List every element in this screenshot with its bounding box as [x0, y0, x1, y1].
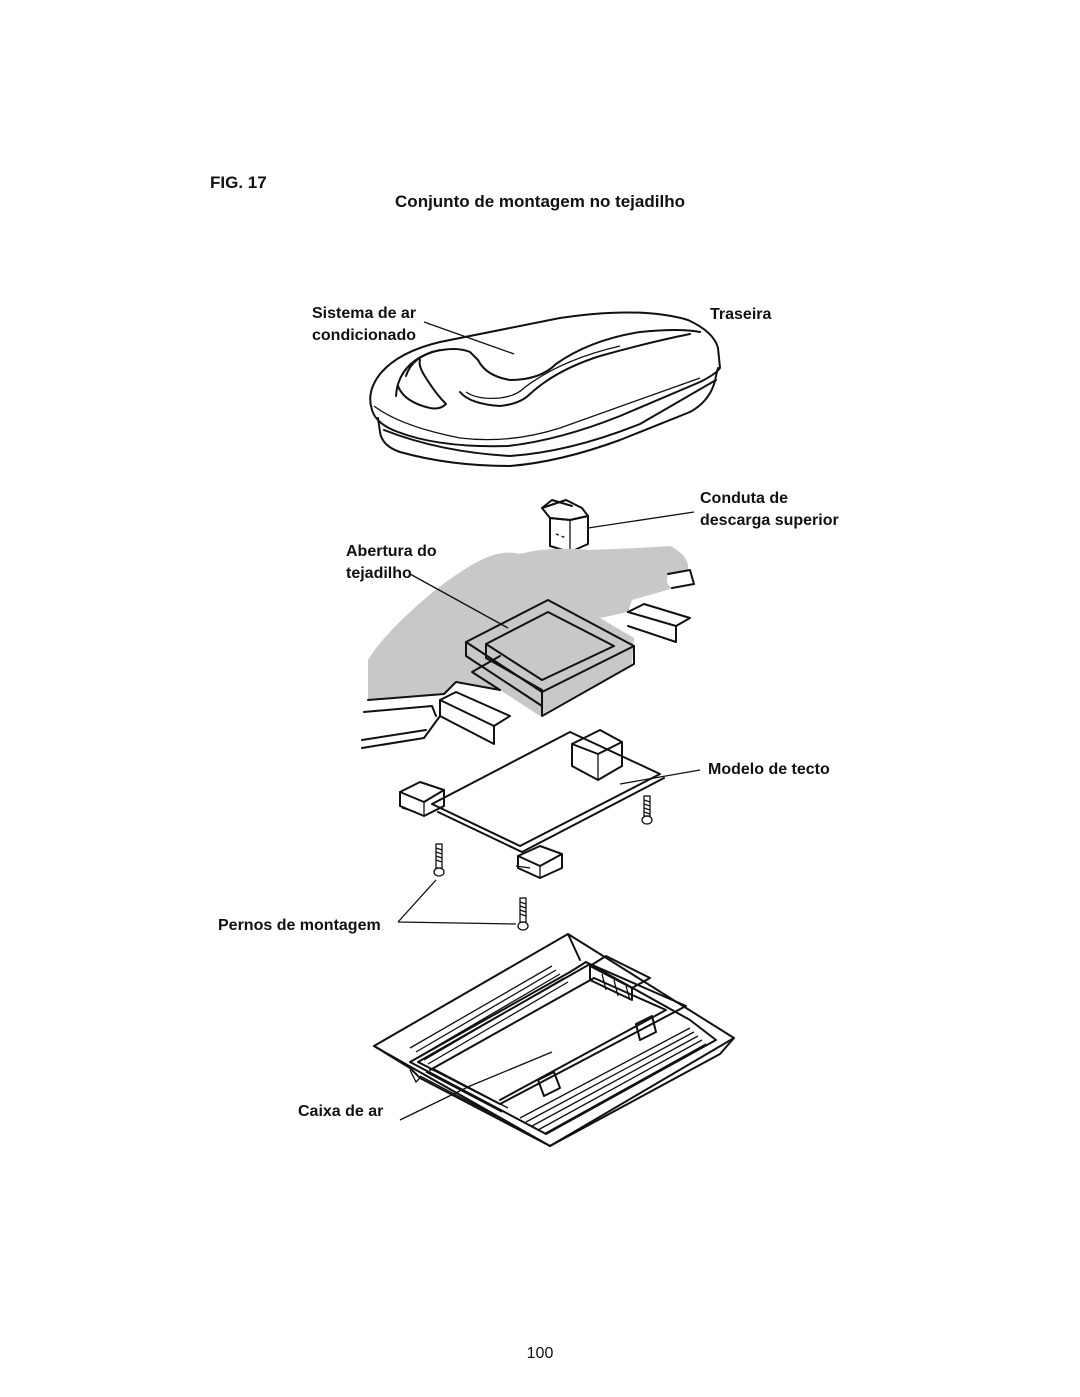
label-discharge-duct-line1: Conduta de	[700, 490, 788, 507]
label-ac-system: Sistema de ar condicionado	[312, 303, 416, 347]
label-ceiling-template: Modelo de tecto	[708, 761, 830, 778]
bolt-2-drawing	[433, 843, 445, 877]
ceiling-template-drawing	[399, 729, 701, 879]
label-roof-opening-line2: tejadilho	[346, 565, 412, 582]
label-roof-opening: Abertura do tejadilho	[346, 541, 437, 585]
label-air-box: Caixa de ar	[298, 1103, 384, 1120]
figure-title: Conjunto de montagem no tejadilho	[395, 192, 685, 211]
label-discharge-duct: Conduta de descarga superior	[700, 488, 839, 532]
bolt-3-drawing	[517, 897, 529, 931]
label-roof-opening-line1: Abertura do	[346, 543, 437, 560]
label-mounting-bolts: Pernos de montagem	[218, 917, 381, 934]
bolts-leader-line	[397, 879, 517, 925]
label-rear: Traseira	[710, 306, 772, 323]
air-box-drawing	[373, 933, 735, 1147]
discharge-duct-drawing	[541, 499, 695, 553]
page-number: 100	[526, 1345, 554, 1362]
figure-number: FIG. 17	[210, 173, 267, 192]
label-ac-system-line1: Sistema de ar	[312, 305, 417, 322]
label-discharge-duct-line2: descarga superior	[700, 512, 839, 529]
ac-unit-drawing	[369, 311, 721, 467]
roof-drawing	[361, 546, 695, 749]
label-ac-system-line2: condicionado	[312, 327, 416, 344]
bolt-1-drawing	[641, 795, 653, 825]
